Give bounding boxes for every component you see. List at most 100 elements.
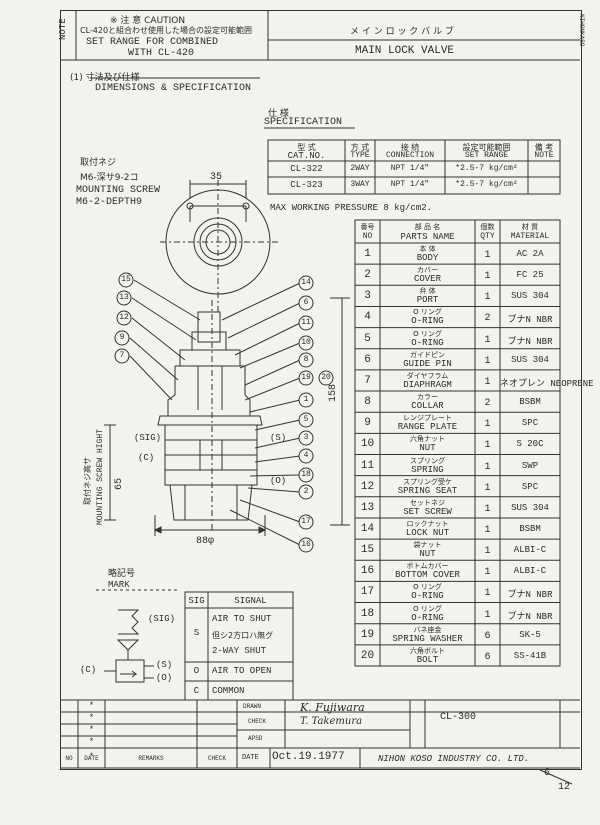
date-label: DATE [242,754,259,762]
part-number: 3 [364,290,371,303]
check-signature: T. Takemura [300,716,363,727]
company-name: NIHON KOSO INDUSTRY CO. LTD. [378,754,530,764]
part-material: ALBI-C [513,566,547,577]
part-qty: 1 [484,376,491,388]
mounting-en: MOUNTING SCREW [76,185,161,196]
part-name-ja: カラー [417,393,438,402]
signal-text: AIR TO SHUT [212,614,272,624]
part-name-en: NUT [419,443,436,454]
spec-col-ja: 設定可能範囲 [462,143,511,152]
mounting-en-2: M6-2-DEPTH9 [76,197,143,208]
check-label: CHECK [248,718,267,725]
drawn-label: DRAWN [243,703,262,710]
spec-conn: NPT 1/4" [390,180,430,189]
port-s: (S) [270,433,287,443]
part-name-ja: O リング [413,329,442,338]
spec-conn: NPT 1/4" [390,164,430,173]
part-name-ja: 六角ボルト [410,646,445,655]
part-material: SPC [521,418,539,429]
part-name-ja: レンジプレート [403,414,452,423]
spec-cat: CL-323 [290,180,323,190]
parts-col-en: PARTS NAME [400,232,455,242]
spec-col-ja: 方 式 [350,143,370,152]
part-material: AC 2A [516,249,544,259]
part-number: 5 [364,332,371,345]
part-qty: 2 [484,313,491,325]
part-number: 1 [364,248,371,260]
part-qty: 1 [484,355,491,367]
part-name-en: SPRING SEAT [397,485,458,496]
mark-s: (S) [156,660,173,670]
vertical-ja: 取付ネジ高サ [83,457,92,505]
callout: 16 [301,540,311,549]
part-material: ブナN NBR [507,611,553,622]
signal-col: SIG [188,596,205,606]
spec-type: 2WAY [350,164,370,173]
section-label: (1) 寸法及び仕様 [70,73,140,83]
part-qty: 1 [484,546,491,558]
part-name-en: LOCK NUT [405,527,450,538]
part-qty: 6 [484,630,491,642]
section-title: DIMENSIONS & SPECIFICATION [95,83,252,94]
col-no: NO [65,755,73,762]
port-sig: (SIG) [134,433,162,443]
part-name-en: COLLAR [411,401,444,412]
dim-158: 158 [328,383,339,402]
part-name-ja: 本 体 [419,245,436,253]
signal-code: O [193,666,200,676]
spec-col-ja: 備 考 [534,143,554,152]
parts-col-ja: 部 品 名 [414,223,441,231]
spec-col-en: NOTE [534,151,554,160]
spec-label-en: SPECIFICATION [264,117,343,128]
callout: 11 [301,318,311,327]
part-number: 12 [360,480,375,493]
mark-c: (C) [80,665,97,675]
part-material: SUS 304 [511,354,549,365]
part-material: SK-5 [519,629,541,640]
callout: 7 [119,351,125,360]
signal-text: 2-WAY SHUT [212,646,267,656]
part-number: 8 [364,396,371,409]
part-name-ja: セットネジ [410,498,445,507]
spec-col-en: TYPE [350,151,370,160]
callout: 5 [303,415,309,424]
part-name-ja: O リング [413,604,442,613]
part-name-ja: 袋ナット [413,541,442,550]
part-material: ALBI-C [513,545,547,556]
spec-col-ja: 型 式 [297,143,316,152]
part-name-en: BOLT [416,654,439,665]
part-material: SUS 304 [511,502,549,513]
part-qty: 1 [484,609,491,621]
part-name-en: SET SCREW [403,506,452,517]
part-name-ja: ガイドピン [410,350,445,359]
col-remarks: REMARKS [138,755,164,762]
part-qty: 1 [484,461,491,473]
callout: 14 [301,278,311,287]
part-number: 13 [360,501,375,514]
part-number: 7 [364,374,371,387]
callout: 9 [119,333,125,342]
part-qty: 2 [484,398,491,410]
part-name-en: SPRING [411,464,444,475]
revision-mark: * [88,725,95,735]
part-name-ja: ボトムカバー [406,562,449,571]
parts-col-en: NO [362,232,373,241]
signal-code: S [193,628,200,638]
spec-type: 3WAY [350,180,370,189]
spec-label-ja: 仕 様 [268,109,289,119]
part-name-ja: スプリング [410,456,445,465]
part-name-ja: ダイヤフラム [406,371,449,380]
part-name-ja: カバー [417,266,438,275]
part-number: 15 [360,544,375,557]
part-number: 14 [360,522,375,535]
part-material: SS-41B [513,650,547,661]
note-label: NOTE [58,18,68,40]
revision-mark: * [88,752,95,762]
parts-col-en: MATERIAL [510,232,550,241]
spec-range: *2.5-7 kg/cm² [455,180,518,189]
part-qty: 1 [484,588,491,600]
signal-text: AIR TO OPEN [212,666,272,676]
revision-mark: * [88,737,95,747]
col-check: CHECK [207,755,226,762]
